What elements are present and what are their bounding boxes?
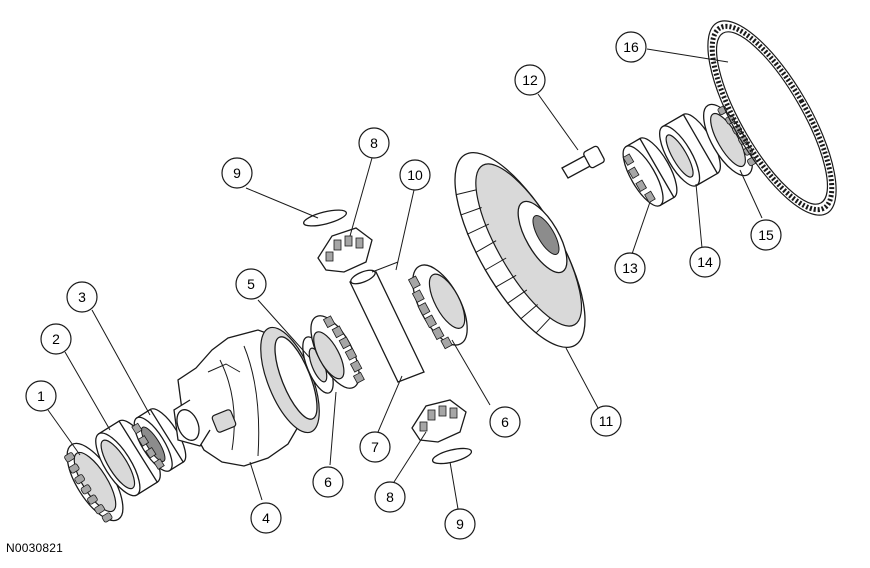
callout-11: 11	[590, 405, 622, 437]
svg-text:3: 3	[78, 289, 86, 305]
part-8-pinion-gear-lower	[411, 399, 467, 443]
figure-id-label: N0030821	[6, 541, 63, 555]
part-10-lock-pin	[371, 261, 399, 273]
part-14-bearing-cup	[659, 113, 721, 187]
callout-3: 3	[66, 281, 98, 313]
part-6-side-gear-left	[310, 315, 365, 389]
svg-text:16: 16	[623, 39, 639, 55]
callout-1: 1	[25, 380, 57, 412]
callout-9-upper: 9	[221, 157, 253, 189]
svg-text:9: 9	[456, 516, 464, 532]
part-9-washer-upper	[302, 209, 348, 227]
part-3-bearing-cone	[131, 408, 187, 472]
svg-text:9: 9	[233, 165, 241, 181]
svg-text:11: 11	[599, 413, 614, 429]
part-8-pinion-gear-upper	[317, 227, 373, 273]
part-7-pinion-shaft	[349, 269, 425, 383]
svg-text:6: 6	[324, 474, 332, 490]
callout-15: 15	[750, 219, 782, 251]
callout-8-lower: 8	[374, 481, 406, 513]
svg-text:7: 7	[371, 439, 379, 455]
svg-text:4: 4	[262, 510, 270, 526]
svg-text:14: 14	[697, 254, 713, 270]
callout-16: 16	[615, 31, 647, 63]
callout-13: 13	[614, 252, 646, 284]
callout-5: 5	[235, 268, 267, 300]
callout-2: 2	[40, 323, 72, 355]
svg-text:15: 15	[758, 227, 774, 243]
part-16-tone-ring	[707, 20, 837, 216]
svg-text:8: 8	[386, 489, 394, 505]
part-2-bearing-cup	[95, 419, 161, 497]
callout-9-lower: 9	[444, 508, 476, 540]
svg-text:5: 5	[247, 276, 255, 292]
callout-6-right: 6	[489, 406, 521, 438]
part-4-differential-case	[173, 326, 320, 467]
callout-7: 7	[359, 431, 391, 463]
callout-12: 12	[514, 64, 546, 96]
svg-text:1: 1	[37, 388, 45, 404]
callout-8-upper: 8	[358, 127, 390, 159]
callout-10: 10	[399, 159, 431, 191]
part-1-bearing	[64, 442, 124, 523]
callout-4: 4	[250, 502, 282, 534]
part-9-washer-lower	[431, 447, 473, 465]
svg-text:6: 6	[501, 414, 509, 430]
callout-14: 14	[689, 246, 721, 278]
svg-text:2: 2	[52, 331, 60, 347]
svg-text:13: 13	[622, 260, 638, 276]
part-6-side-gear-right	[407, 264, 468, 350]
svg-text:8: 8	[370, 135, 378, 151]
svg-text:12: 12	[522, 72, 538, 88]
leader-lines	[47, 48, 763, 510]
svg-text:10: 10	[407, 167, 423, 183]
part-13-bearing-cone	[622, 137, 678, 207]
callout-6-left: 6	[312, 466, 344, 498]
part-12-bolt	[561, 145, 605, 179]
part-11-ring-gear	[454, 152, 586, 348]
